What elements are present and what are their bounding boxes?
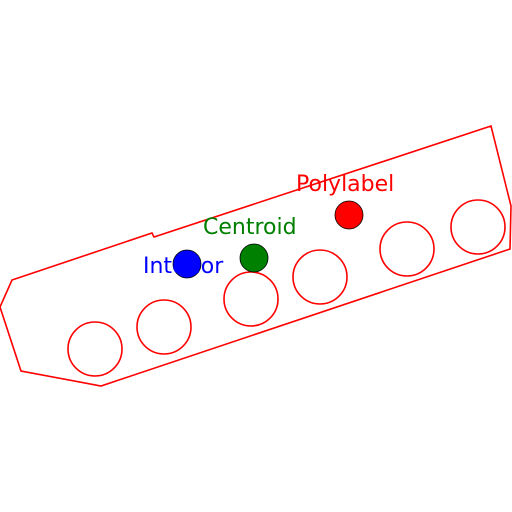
centroid-marker: [239, 243, 269, 273]
polygon-hole: [450, 199, 506, 255]
interior-point-marker: [172, 249, 202, 279]
centroid-label: Centroid: [203, 215, 297, 240]
polygon-hole: [136, 299, 192, 355]
polygon-hole: [292, 249, 348, 305]
polygon-hole: [223, 271, 279, 327]
polygon-hole: [67, 321, 123, 377]
polygon-outline: [0, 124, 512, 387]
polylabel-label: Polylabel: [296, 172, 394, 197]
polygon-hole: [379, 221, 435, 277]
interior-label: Interior: [143, 254, 224, 279]
polylabel-marker: [334, 200, 364, 230]
